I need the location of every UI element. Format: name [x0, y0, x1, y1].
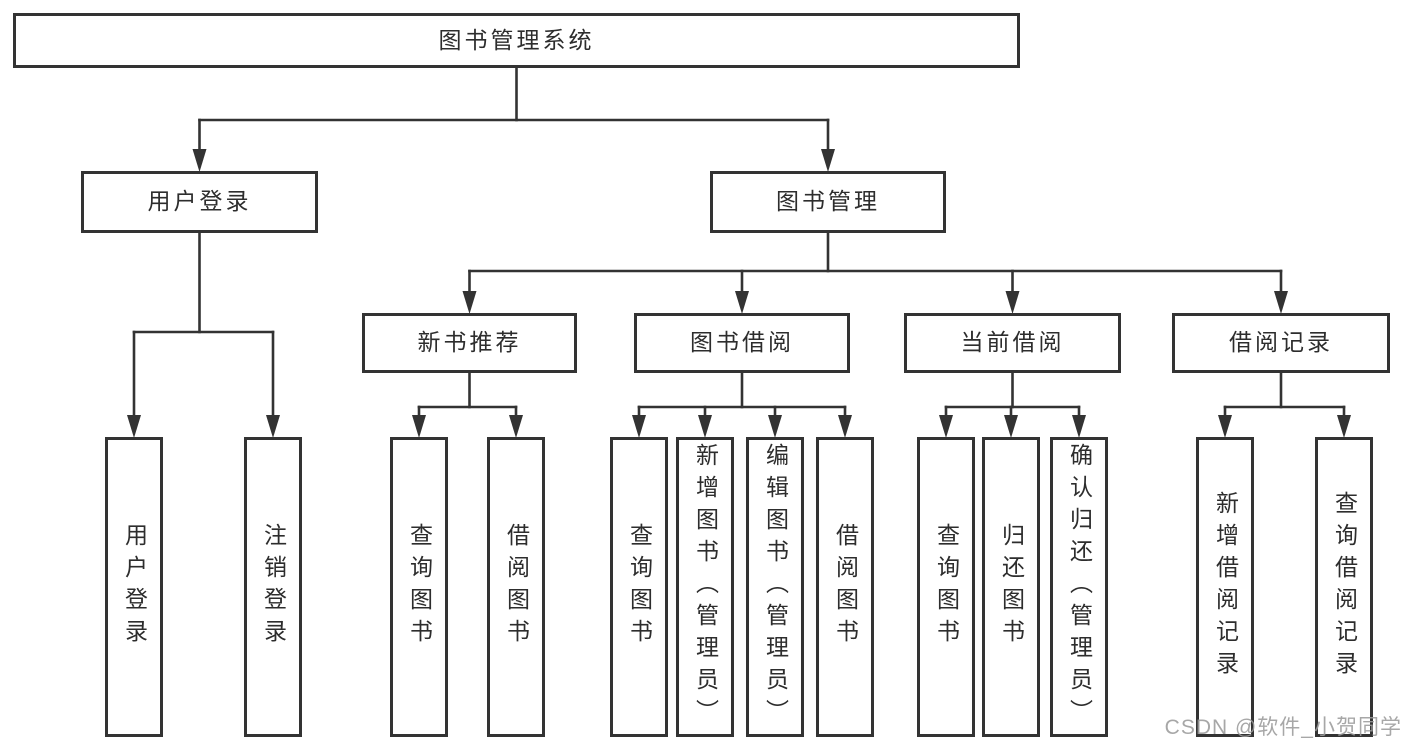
node-label-leaf-query-book-2: 查询图书 — [626, 523, 653, 651]
arrowhead-icon — [462, 291, 477, 314]
node-label-leaf-add-book: 新增图书（管理员） — [692, 443, 719, 731]
watermark: CSDN @软件_小贺同学 — [1164, 716, 1402, 739]
node-label-leaf-logout: 注销登录 — [260, 523, 287, 651]
node-label-leaf-add-record: 新增借阅记录 — [1212, 491, 1239, 683]
arrowhead-icon — [735, 291, 749, 314]
node-current-borrow: 当前借阅 — [904, 313, 1121, 373]
arrowhead-icon — [768, 415, 782, 438]
node-leaf-add-book: 新增图书（管理员） — [676, 437, 734, 737]
node-label-leaf-borrow-book-2: 借阅图书 — [832, 523, 859, 651]
node-leaf-query-record: 查询借阅记录 — [1315, 437, 1373, 737]
node-label-leaf-edit-book: 编辑图书（管理员） — [762, 443, 789, 731]
node-label-borrow-record: 借阅记录 — [1229, 329, 1333, 356]
node-label-book-mgmt: 图书管理 — [776, 188, 880, 215]
node-leaf-query-book-2: 查询图书 — [610, 437, 668, 737]
node-book-mgmt: 图书管理 — [710, 171, 946, 233]
node-label-user-login: 用户登录 — [147, 188, 252, 215]
node-leaf-borrow-book-2: 借阅图书 — [816, 437, 874, 737]
node-label-new-book-rec: 新书推荐 — [417, 329, 522, 356]
arrowhead-icon — [1218, 415, 1232, 438]
arrowhead-icon — [632, 415, 646, 438]
node-label-leaf-user-login: 用户登录 — [121, 523, 148, 651]
node-user-login: 用户登录 — [81, 171, 318, 233]
node-root: 图书管理系统 — [13, 13, 1020, 68]
node-new-book-rec: 新书推荐 — [362, 313, 577, 373]
node-label-leaf-query-record: 查询借阅记录 — [1331, 491, 1358, 683]
node-label-leaf-confirm-return: 确认归还（管理员） — [1066, 443, 1093, 731]
node-label-leaf-query-book-1: 查询图书 — [406, 523, 433, 651]
node-leaf-confirm-return: 确认归还（管理员） — [1050, 437, 1108, 737]
node-leaf-query-book-3: 查询图书 — [917, 437, 975, 737]
arrowhead-icon — [1005, 291, 1020, 314]
arrowhead-icon — [1004, 415, 1018, 438]
node-leaf-query-book-1: 查询图书 — [390, 437, 448, 737]
arrowhead-icon — [838, 415, 852, 438]
arrowhead-icon — [192, 149, 207, 172]
arrowhead-icon — [127, 415, 141, 438]
node-book-borrow: 图书借阅 — [634, 313, 850, 373]
node-label-leaf-borrow-book-1: 借阅图书 — [503, 523, 530, 651]
node-label-root: 图书管理系统 — [438, 26, 595, 53]
node-label-leaf-return-book: 归还图书 — [998, 523, 1025, 651]
arrowhead-icon — [1274, 291, 1288, 314]
node-label-leaf-query-book-3: 查询图书 — [933, 523, 960, 651]
arrowhead-icon — [1337, 415, 1351, 438]
arrowhead-icon — [698, 415, 712, 438]
node-leaf-logout: 注销登录 — [244, 437, 302, 737]
node-leaf-user-login: 用户登录 — [105, 437, 163, 737]
node-leaf-return-book: 归还图书 — [982, 437, 1040, 737]
node-borrow-record: 借阅记录 — [1172, 313, 1390, 373]
node-leaf-edit-book: 编辑图书（管理员） — [746, 437, 804, 737]
arrowhead-icon — [509, 415, 523, 438]
arrowhead-icon — [821, 149, 835, 172]
node-leaf-add-record: 新增借阅记录 — [1196, 437, 1254, 737]
arrowhead-icon — [1072, 415, 1086, 438]
node-leaf-borrow-book-1: 借阅图书 — [487, 437, 545, 737]
arrowhead-icon — [412, 415, 426, 438]
node-label-current-borrow: 当前借阅 — [960, 329, 1065, 356]
arrowhead-icon — [266, 415, 280, 438]
arrowhead-icon — [939, 415, 953, 438]
node-label-book-borrow: 图书借阅 — [690, 329, 794, 356]
